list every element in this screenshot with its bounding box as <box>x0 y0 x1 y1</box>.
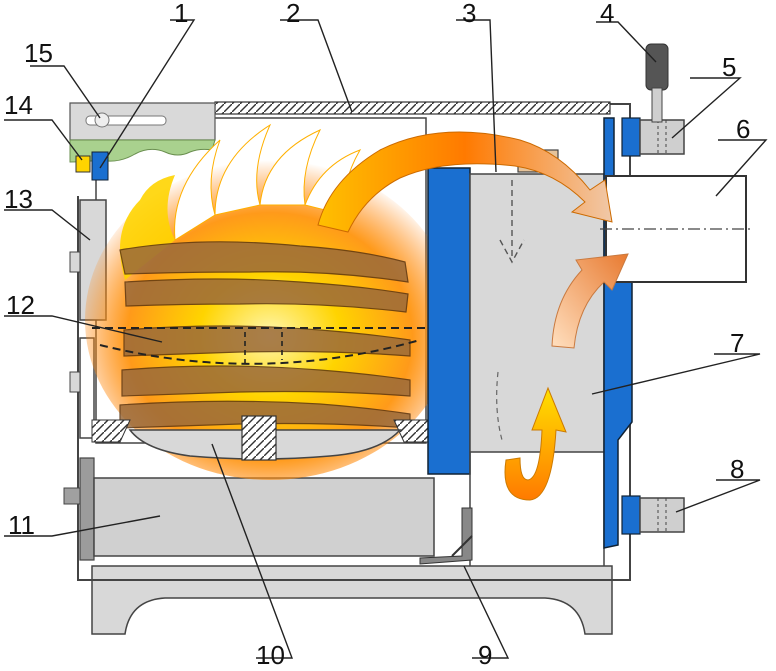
water-jacket-plate <box>427 167 471 475</box>
inlet-fitting <box>639 497 685 533</box>
label-14: 14 <box>4 90 33 120</box>
lower-door-hinge <box>69 371 81 393</box>
label-4: 4 <box>600 0 614 28</box>
blue-sensor <box>91 151 109 181</box>
cleaning-flap <box>419 507 473 565</box>
thermometer-body <box>645 43 669 91</box>
fire-glow <box>85 160 455 480</box>
label-5: 5 <box>722 52 736 82</box>
label-9: 9 <box>478 640 492 670</box>
grate-center-brick <box>241 415 277 461</box>
ash-door <box>79 457 95 561</box>
wood-logs <box>119 241 411 429</box>
lower-dashed-outline <box>496 371 503 441</box>
downward-dashed-arrow <box>499 180 525 264</box>
rising-gas-arrow <box>551 253 629 349</box>
label-13: 13 <box>4 184 33 214</box>
upward-yellow-arrow <box>504 386 567 501</box>
leader-lines <box>4 19 768 659</box>
inlet-fitting-blue <box>621 495 641 535</box>
grate-left-brick <box>91 419 131 443</box>
label-7: 7 <box>730 328 744 358</box>
outlet-fitting <box>639 119 685 155</box>
thermometer-stem <box>651 87 663 123</box>
upper-door-hinge <box>69 251 81 273</box>
secondary-air-curve <box>99 339 421 365</box>
label-15: 15 <box>24 38 53 68</box>
boiler-base <box>91 565 613 635</box>
top-insulation <box>214 101 611 115</box>
label-11: 11 <box>8 510 35 540</box>
label-2: 2 <box>286 0 300 28</box>
ash-pan <box>93 477 435 557</box>
label-10: 10 <box>256 640 285 670</box>
flap-hinge <box>451 535 473 557</box>
control-knob-cap <box>94 112 110 128</box>
label-12: 12 <box>6 290 35 320</box>
outlet-fitting-blue <box>621 117 641 157</box>
flue-gas-arrow-main <box>317 131 613 233</box>
heat-exchanger-chamber <box>469 173 605 453</box>
label-1: 1 <box>174 0 188 28</box>
ash-door-handle <box>63 487 81 505</box>
label-6: 6 <box>736 114 750 144</box>
label-8: 8 <box>730 454 744 484</box>
label-3: 3 <box>462 0 476 28</box>
thermostat <box>75 155 91 173</box>
